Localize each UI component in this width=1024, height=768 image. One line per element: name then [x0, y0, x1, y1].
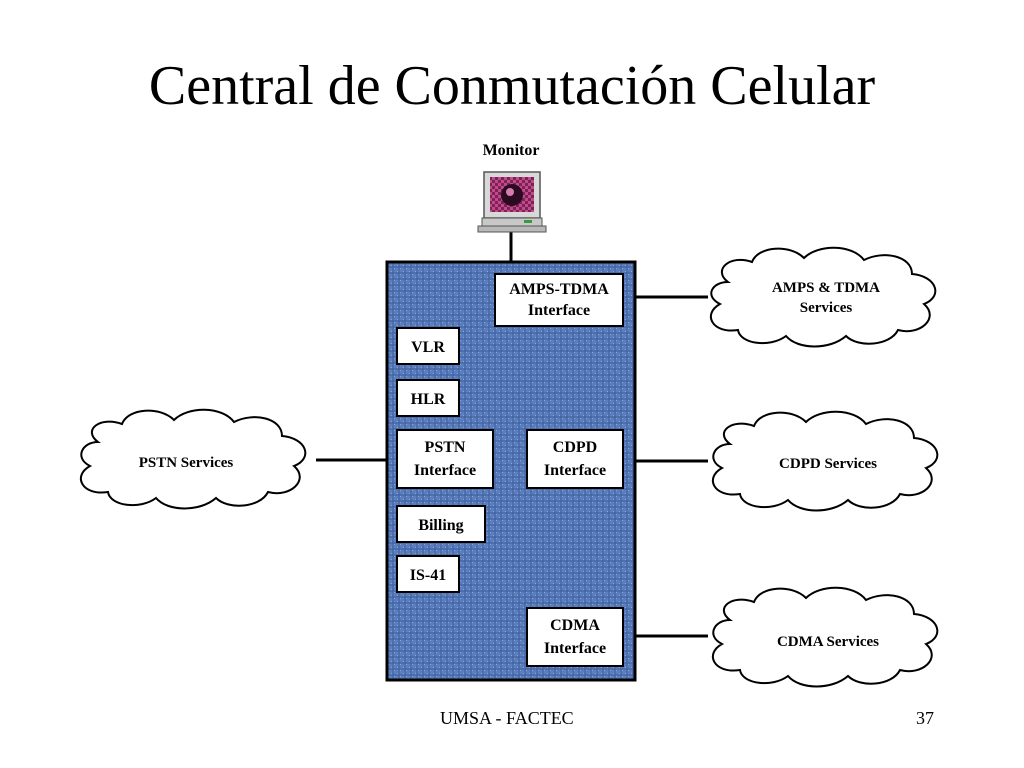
monitor-icon — [477, 171, 547, 233]
svg-text:Interface: Interface — [528, 302, 590, 319]
svg-text:PSTN: PSTN — [425, 439, 466, 456]
box-vlr: VLR — [396, 327, 460, 365]
box-cdma-interface: CDMA Interface — [526, 607, 624, 667]
svg-text:CDPD: CDPD — [553, 439, 597, 456]
monitor-label: Monitor — [483, 142, 540, 159]
svg-text:AMPS & TDMA: AMPS & TDMA — [772, 280, 880, 296]
box-is41: IS-41 — [396, 555, 460, 593]
cloud-cdpd-services: CDPD Services — [711, 410, 939, 512]
cloud-pstn-services: PSTN Services — [79, 408, 307, 510]
box-cdpd-interface: CDPD Interface — [526, 429, 624, 489]
svg-text:Interface: Interface — [544, 640, 606, 657]
slide-title: Central de Conmutación Celular — [148, 55, 876, 117]
svg-text:Interface: Interface — [414, 462, 476, 479]
box-billing: Billing — [396, 505, 486, 543]
box-hlr: HLR — [396, 379, 460, 417]
svg-text:Services: Services — [800, 300, 853, 316]
svg-text:CDMA Services: CDMA Services — [777, 634, 879, 650]
svg-text:Billing: Billing — [418, 517, 463, 534]
svg-text:VLR: VLR — [411, 339, 445, 356]
svg-text:PSTN Services: PSTN Services — [139, 455, 234, 471]
svg-text:CDPD Services: CDPD Services — [779, 456, 877, 472]
svg-text:Interface: Interface — [544, 462, 606, 479]
cloud-cdma-services: CDMA Services — [711, 586, 939, 688]
svg-text:CDMA: CDMA — [550, 617, 600, 634]
svg-text:HLR: HLR — [411, 391, 446, 408]
page-number: 37 — [916, 708, 934, 728]
cloud-amps-tdma-services: AMPS & TDMA Services — [709, 246, 937, 348]
footer-text: UMSA - FACTEC — [440, 708, 574, 728]
svg-text:AMPS-TDMA: AMPS-TDMA — [509, 281, 609, 298]
svg-text:IS-41: IS-41 — [410, 567, 446, 584]
box-amps-tdma: AMPS-TDMA Interface — [494, 273, 624, 327]
box-pstn-interface: PSTN Interface — [396, 429, 494, 489]
